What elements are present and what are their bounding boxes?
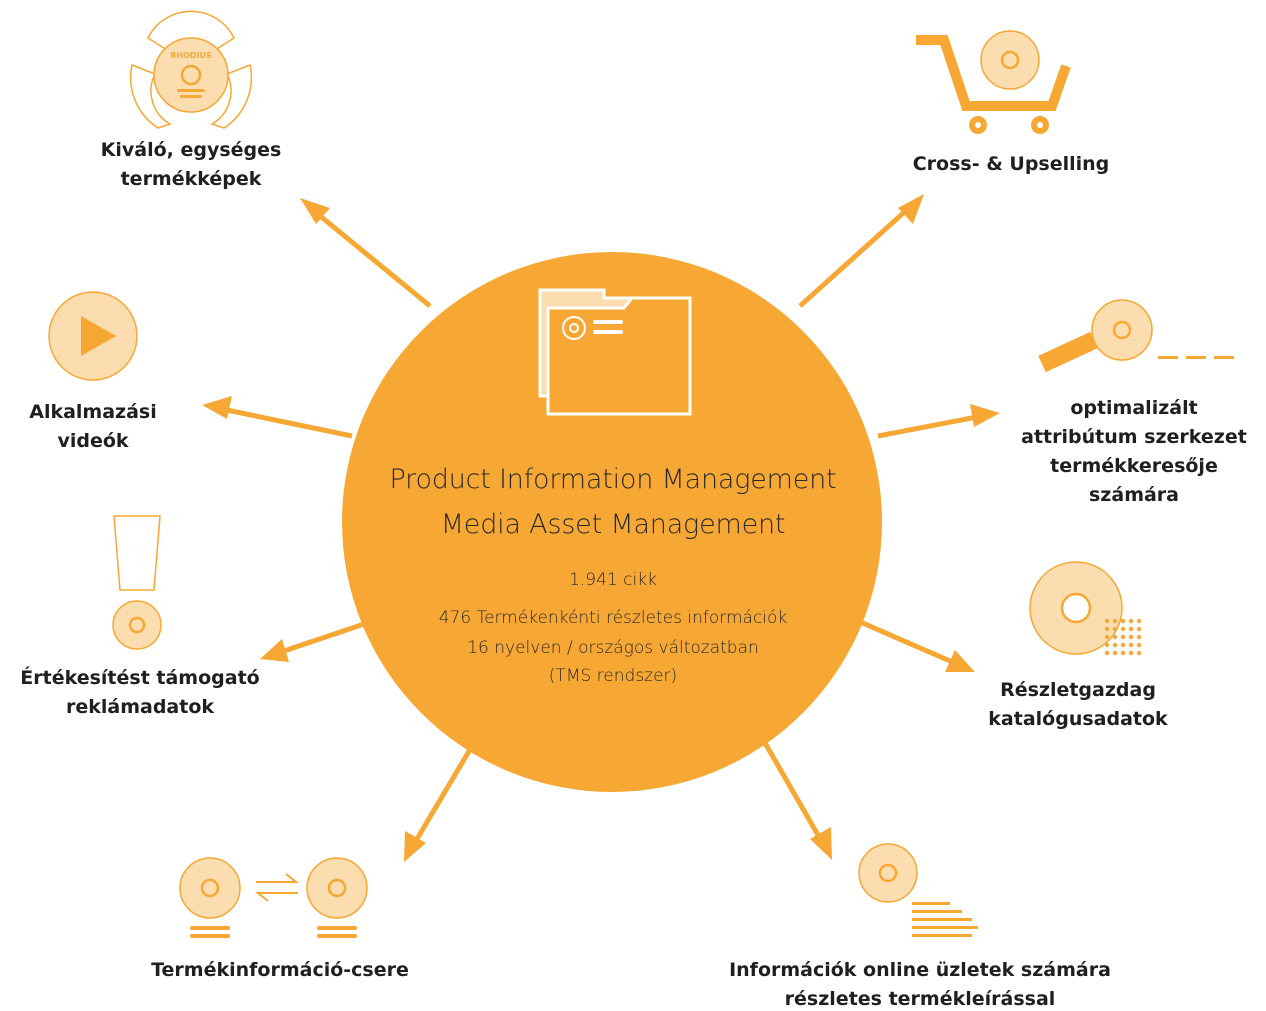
label-line: Információk online üzletek számára: [729, 959, 1111, 981]
center-count: 1.941 cikk: [569, 570, 657, 590]
arrow-to-promo: [260, 618, 374, 662]
center-detail-line3: (TMS rendszer): [548, 666, 678, 686]
disc-with-segments-icon: RHODIUS: [129, 10, 253, 129]
label-exchange: Termékinformáció-csere: [100, 956, 460, 985]
center-title-line2: Media Asset Management: [440, 509, 786, 540]
center-detail-line1: 476 Termékenkénti részletes információk: [438, 608, 788, 628]
label-attributes: optimalizált attribútum szerkezet termék…: [1002, 394, 1266, 510]
brand-logo-text: RHODIUS: [170, 51, 212, 60]
dot: [1104, 618, 1110, 624]
arrow-to-cross-upselling: [798, 194, 924, 308]
label-line: attribútum szerkezet: [1021, 426, 1247, 448]
center-title-line1: Product Information Management: [389, 464, 837, 495]
label-catalog: Részletgazdag katalógusadatok: [960, 676, 1196, 734]
label-line: optimalizált: [1070, 397, 1198, 419]
exclamation-icon: [112, 515, 162, 650]
label-cross-upselling: Cross- & Upselling: [880, 150, 1142, 179]
dot: [1104, 634, 1110, 640]
label-line: Értékesítést támogató: [20, 667, 260, 689]
dot: [1128, 650, 1134, 656]
dot: [1136, 618, 1142, 624]
arrow-to-catalog: [857, 618, 975, 672]
dot: [1136, 642, 1142, 648]
center-detail-line2: 16 nyelven / országos változatban: [467, 638, 759, 658]
label-line: katalógusadatok: [988, 708, 1168, 730]
dot: [1112, 650, 1118, 656]
center-circle: [342, 252, 882, 792]
dot: [1120, 618, 1126, 624]
label-line: Részletgazdag: [1000, 679, 1156, 701]
dot: [1120, 642, 1126, 648]
dot: [1128, 634, 1134, 640]
dot: [1112, 634, 1118, 640]
dot: [1120, 650, 1126, 656]
dot: [1112, 626, 1118, 632]
dot: [1120, 634, 1126, 640]
label-line: Alkalmazási: [29, 401, 157, 423]
arrow-to-exchange: [404, 734, 481, 862]
label-line: videók: [57, 430, 129, 452]
dot: [1104, 650, 1110, 656]
dot: [1112, 642, 1118, 648]
label-line: Termékinformáció-csere: [151, 959, 409, 981]
label-line: termékképek: [120, 168, 262, 190]
dot-grid: [1104, 618, 1142, 656]
label-videos: Alkalmazási videók: [0, 398, 186, 456]
connectors: [202, 194, 1000, 862]
label-line: termékkeresője: [1050, 455, 1218, 477]
arrow-to-online: [758, 734, 832, 860]
label-line: reklámadatok: [65, 696, 215, 718]
dot: [1136, 634, 1142, 640]
dot: [1112, 618, 1118, 624]
label-line: részletes termékleírással: [784, 988, 1056, 1010]
label-line: Cross- & Upselling: [912, 153, 1110, 175]
disc-lines-icon: [858, 843, 978, 937]
dot: [1120, 626, 1126, 632]
exchange-arrows-icon: [179, 857, 368, 938]
play-icon: [48, 291, 138, 381]
dot: [1104, 626, 1110, 632]
label-promo: Értékesítést támogató reklámadatok: [0, 664, 280, 722]
magnifier-icon: [1038, 299, 1234, 373]
label-product-images: Kiváló, egységes termékképek: [60, 136, 322, 194]
label-line: számára: [1089, 484, 1179, 506]
folder-with-disc-icon: [538, 288, 692, 416]
dot: [1128, 618, 1134, 624]
arrow-to-videos: [202, 396, 353, 439]
label-line: Kiváló, egységes: [100, 139, 282, 161]
dot: [1128, 642, 1134, 648]
arrow-to-attributes: [877, 404, 1000, 439]
label-online: Információk online üzletek számára részl…: [680, 956, 1160, 1011]
shopping-cart-icon: [916, 30, 1071, 134]
dot: [1136, 626, 1142, 632]
disc-dots-icon: [1029, 561, 1142, 656]
dot: [1104, 642, 1110, 648]
dot: [1136, 650, 1142, 656]
arrow-to-product-images: [300, 198, 432, 308]
dot: [1128, 626, 1134, 632]
